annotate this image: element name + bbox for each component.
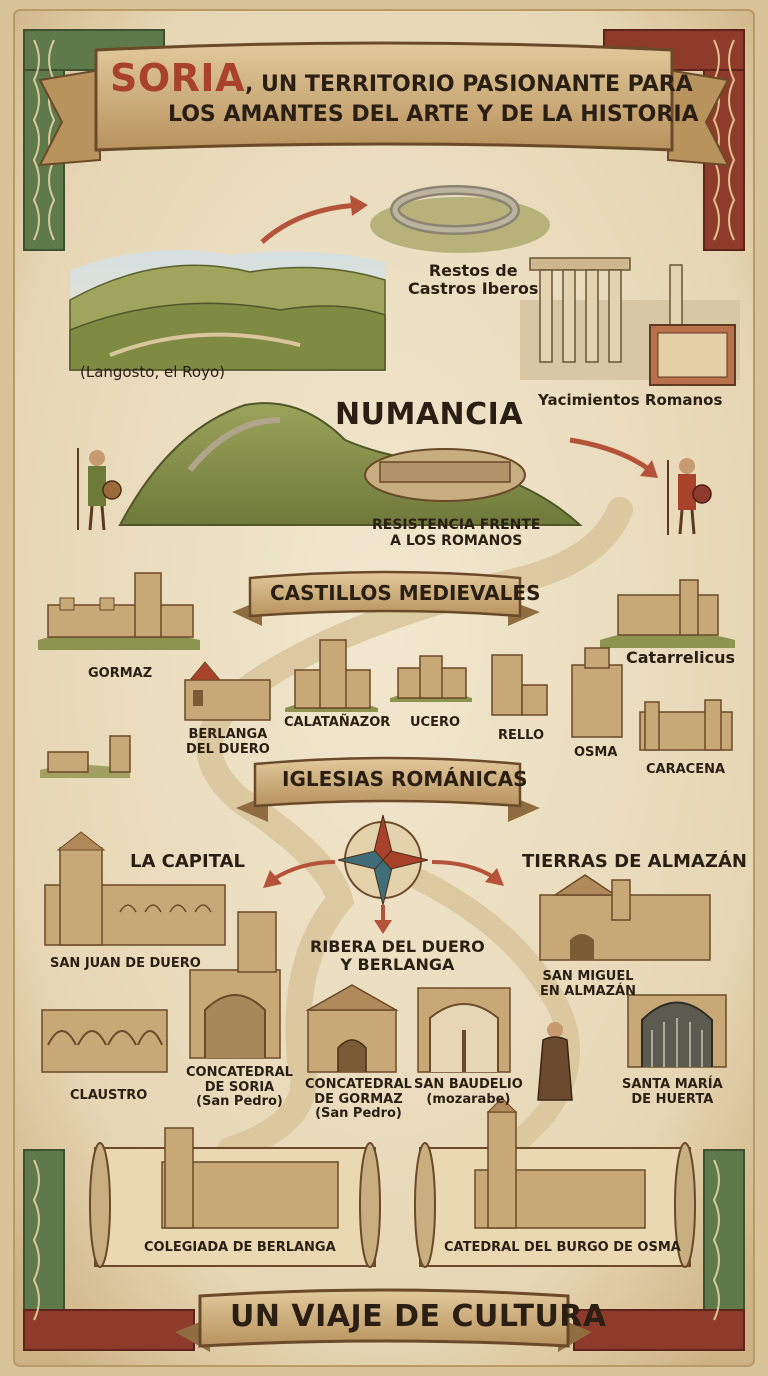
san-juan-de-duero-illustration — [44, 831, 226, 946]
castle-label-catarrelicus: Catarrelicus — [626, 648, 735, 667]
region-label-ribera-line-1: RIBERA DEL DUERO — [310, 937, 485, 956]
roman-soldier-icon — [667, 458, 712, 535]
church-label-concatedral-soria-line-1: CONCATEDRAL — [186, 1065, 293, 1080]
arrow-head-capital — [263, 870, 282, 888]
footer-ribbon — [175, 1288, 592, 1352]
san-miguel-illustration — [539, 874, 711, 961]
scroll-label-colegiada: COLEGIADA DE BERLANGA — [144, 1240, 336, 1255]
title-line-2: LOS AMANTES DEL ARTE Y DE LA HISTORIA — [168, 102, 699, 127]
churches-banner-label: IGLESIAS ROMÁNICAS — [282, 767, 528, 791]
castle-label-osma: OSMA — [574, 745, 618, 760]
church-label-concatedral-soria-line-2: DE SORIA — [204, 1079, 275, 1095]
castle-label-berlanga-line-1: BERLANGA — [188, 727, 268, 742]
numancia-caption-line-1: RESISTENCIA FRENTE — [372, 517, 541, 533]
region-label-capital: LA CAPITAL — [130, 851, 245, 872]
arrow-to-romans — [569, 437, 652, 473]
castle-label-berlanga-line-2: DEL DUERO — [186, 741, 270, 757]
church-label-san-juan: SAN JUAN DE DUERO — [50, 956, 201, 971]
church-label-concatedral-gormaz: CONCATEDRAL DE GORMAZ (San Pedro) — [305, 1077, 412, 1122]
castle-label-gormaz: GORMAZ — [88, 666, 153, 681]
region-label-ribera-line-2: Y BERLANGA — [340, 954, 455, 974]
san-baudelio-illustration — [417, 987, 511, 1073]
caracena-castle-illustration — [639, 699, 733, 751]
church-label-san-baudelio: SAN BAUDELIO (mozarabe) — [414, 1077, 523, 1107]
concatedral-gormaz-illustration — [305, 984, 399, 1073]
church-label-concatedral-gormaz-line-2: DE GORMAZ — [314, 1091, 403, 1107]
santa-maria-gate-illustration — [627, 994, 727, 1068]
arrow-to-capital — [270, 860, 336, 882]
region-label-almazan: TIERRAS DE ALMAZÁN — [522, 851, 747, 872]
church-label-santa-maria-line-1: SANTA MARÍA — [622, 1077, 723, 1092]
castros-illustration — [370, 185, 550, 253]
landscape-illustration — [69, 250, 386, 371]
church-label-san-baudelio-line-1: SAN BAUDELIO — [414, 1077, 523, 1092]
arrow-head-ribera — [374, 920, 392, 934]
church-label-claustro: CLAUSTRO — [70, 1088, 148, 1103]
numancia-caption-line-2: A LOS ROMANOS — [390, 532, 523, 549]
church-label-san-baudelio-line-2: (mozarabe) — [426, 1091, 511, 1107]
border-bottom-left — [23, 1149, 195, 1351]
church-label-santa-maria: SANTA MARÍA DE HUERTA — [622, 1077, 723, 1107]
arrow-head-castros — [350, 195, 368, 216]
roman-ruins-illustration — [520, 257, 740, 386]
title-ribbon — [38, 41, 730, 167]
monk-figure-icon — [537, 1022, 573, 1101]
berlanga-castle-illustration — [184, 661, 271, 721]
arrow-head-almazan — [485, 868, 504, 886]
scroll-label-catedral-osma: CATEDRAL DEL BURGO DE OSMA — [444, 1240, 681, 1255]
concatedral-soria-illustration — [189, 911, 281, 1059]
scroll-right — [414, 1097, 696, 1268]
calatanazor-castle-illustration — [285, 639, 378, 712]
church-label-concatedral-gormaz-line-3: (San Pedro) — [315, 1106, 402, 1122]
page-title: SORIA, UN TERRITORIO PASIONANTE PARA LOS… — [110, 56, 699, 127]
gormaz-castle-illustration — [38, 572, 200, 650]
title-highlight: SORIA — [110, 56, 245, 100]
border-bottom-right — [573, 1149, 745, 1351]
rello-castle-illustration — [491, 654, 548, 716]
castle-label-berlanga: BERLANGA DEL DUERO — [186, 727, 270, 757]
church-label-san-miguel-line-2: EN ALMAZÁN — [540, 983, 636, 999]
roman-caption: Yacimientos Romanos — [538, 391, 723, 409]
castle-label-rello: RELLO — [498, 728, 545, 743]
numancia-caption: RESISTENCIA FRENTE A LOS ROMANOS — [372, 517, 541, 549]
castros-caption-line-2: Castros Iberos — [408, 278, 539, 298]
church-label-concatedral-gormaz-line-1: CONCATEDRAL — [305, 1077, 412, 1092]
arrow-to-almazan — [431, 860, 497, 880]
landscape-caption: (Langosto, el Royo) — [80, 363, 226, 381]
churches-banner — [236, 756, 540, 822]
claustro-illustration — [41, 1009, 168, 1073]
numancia-heading: NUMANCIA — [335, 397, 524, 432]
castles-banner-label: CASTILLOS MEDIEVALES — [270, 581, 541, 605]
catarrelicus-castle-illustration — [600, 579, 735, 648]
church-label-san-miguel: SAN MIGUEL EN ALMAZÁN — [540, 969, 636, 999]
castle-ruins-illustration — [40, 735, 131, 778]
ucero-castle-illustration — [390, 655, 472, 702]
numancia-hill-illustration — [118, 402, 583, 526]
osma-tower-illustration — [571, 647, 623, 738]
castros-caption-line-1: Restos de — [428, 261, 518, 280]
scroll-left — [89, 1127, 381, 1268]
title-line-1: SORIA, UN TERRITORIO PASIONANTE PARA — [110, 56, 693, 100]
castros-caption: Restos de Castros Iberos — [408, 262, 538, 298]
arrow-to-castros — [260, 202, 361, 244]
region-label-ribera: RIBERA DEL DUERO Y BERLANGA — [310, 938, 485, 974]
church-label-concatedral-soria: CONCATEDRAL DE SORIA (San Pedro) — [186, 1065, 293, 1110]
castles-banner — [232, 570, 540, 626]
iberian-warrior-icon — [77, 448, 122, 531]
arrow-head-romans — [640, 460, 658, 478]
church-label-santa-maria-line-2: DE HUERTA — [631, 1091, 714, 1107]
castle-label-caracena: CARACENA — [646, 762, 726, 777]
church-label-concatedral-soria-line-3: (San Pedro) — [196, 1094, 283, 1110]
castle-label-calatanazor: CALATAÑAZOR — [284, 715, 391, 730]
compass-rose-icon — [337, 814, 429, 906]
title-line-1-rest: , UN TERRITORIO PASIONANTE PARA — [244, 72, 693, 97]
castle-label-ucero: UCERO — [410, 715, 461, 730]
church-label-san-miguel-line-1: SAN MIGUEL — [542, 969, 634, 984]
footer-title: UN VIAJE DE CULTURA — [230, 1299, 607, 1334]
